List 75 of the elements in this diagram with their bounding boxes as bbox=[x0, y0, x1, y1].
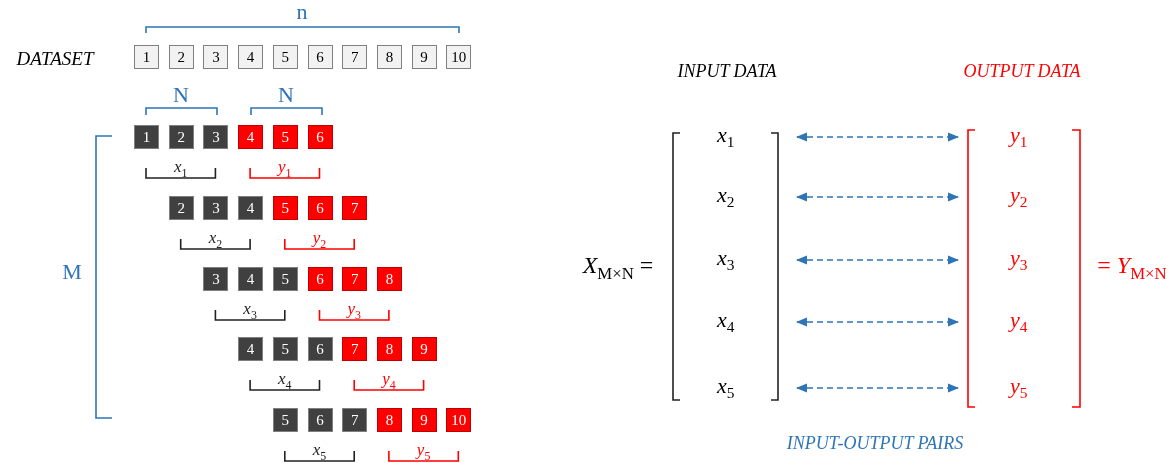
dataset-cell: 8 bbox=[376, 45, 402, 69]
matrix-equation: = Y$_{M×N}$ bbox=[1097, 252, 1167, 284]
input-cell: 2 bbox=[168, 196, 194, 220]
output-cell: 8 bbox=[376, 337, 402, 361]
dataset-cell: 9 bbox=[411, 45, 437, 69]
double-arrow bbox=[795, 255, 960, 265]
dataset-cell: 10 bbox=[446, 45, 472, 69]
output-cell: 6 bbox=[307, 125, 333, 149]
output-cell: 7 bbox=[342, 267, 368, 291]
input-cell: 1 bbox=[134, 125, 159, 149]
input-cell: 6 bbox=[307, 337, 333, 361]
output-cell: 7 bbox=[342, 337, 368, 361]
window-label: x$_{2}$ bbox=[208, 229, 223, 251]
vector-entry: y$_{3}$ bbox=[1010, 245, 1028, 275]
row-label: DATASET bbox=[16, 48, 94, 70]
window-label: y$_{2}$ bbox=[312, 229, 327, 251]
input-cell: 3 bbox=[203, 267, 229, 291]
vector-entry: x$_{4}$ bbox=[717, 307, 735, 337]
output-cell: 10 bbox=[446, 408, 472, 432]
dataset-cell: 5 bbox=[272, 45, 298, 69]
dataset-cell: 1 bbox=[134, 45, 159, 69]
window-label: x$_{1}$ bbox=[173, 158, 188, 180]
vector-entry: y$_{4}$ bbox=[1010, 307, 1028, 337]
column-heading: INPUT DATA bbox=[677, 62, 777, 82]
window-label: y$_{1}$ bbox=[278, 158, 292, 180]
output-cell: 9 bbox=[411, 408, 437, 432]
vector-entry: y$_{5}$ bbox=[1010, 373, 1028, 403]
vector-entry: y$_{2}$ bbox=[1010, 182, 1028, 212]
double-arrow bbox=[795, 192, 960, 202]
dataset-cell: 4 bbox=[238, 45, 264, 69]
bracket-label: n bbox=[296, 0, 308, 25]
output-cell: 6 bbox=[307, 196, 333, 220]
input-cell: 5 bbox=[272, 408, 298, 432]
output-cell: 8 bbox=[376, 267, 402, 291]
input-cell: 4 bbox=[238, 337, 264, 361]
output-cell: 8 bbox=[376, 408, 402, 432]
output-cell: 9 bbox=[411, 337, 437, 361]
input-cell: 6 bbox=[307, 408, 333, 432]
caption-text: INPUT-OUTPUT PAIRS bbox=[786, 434, 964, 454]
input-cell: 2 bbox=[168, 125, 194, 149]
column-heading: OUTPUT DATA bbox=[963, 62, 1081, 82]
window-label: y$_{5}$ bbox=[416, 441, 431, 463]
output-cell: 6 bbox=[307, 267, 333, 291]
input-cell: 5 bbox=[272, 337, 298, 361]
output-cell: 5 bbox=[272, 125, 298, 149]
window-label: x$_{3}$ bbox=[243, 300, 257, 322]
input-cell: 4 bbox=[238, 196, 264, 220]
window-label: y$_{4}$ bbox=[382, 370, 396, 392]
matrix-equation: X$_{M×N}$ = bbox=[582, 252, 654, 284]
double-arrow bbox=[795, 132, 960, 142]
input-cell: 4 bbox=[238, 267, 264, 291]
vector-entry: x$_{5}$ bbox=[717, 373, 735, 403]
bracket-label: M bbox=[62, 259, 82, 285]
window-label: x$_{4}$ bbox=[278, 370, 292, 392]
bracket-label: N bbox=[173, 82, 189, 108]
double-arrow bbox=[795, 383, 960, 393]
vector-entry: x$_{3}$ bbox=[717, 245, 735, 275]
output-cell: 5 bbox=[272, 196, 298, 220]
dataset-cell: 3 bbox=[203, 45, 229, 69]
vector-entry: y$_{1}$ bbox=[1010, 122, 1028, 152]
vector-entry: x$_{2}$ bbox=[717, 182, 735, 212]
double-arrow bbox=[795, 317, 960, 327]
input-cell: 3 bbox=[203, 125, 229, 149]
bracket-label: N bbox=[278, 82, 294, 108]
input-cell: 3 bbox=[203, 196, 229, 220]
vector-entry: x$_{1}$ bbox=[717, 122, 735, 152]
dataset-cell: 6 bbox=[307, 45, 333, 69]
dataset-cell: 7 bbox=[342, 45, 368, 69]
window-label: x$_{5}$ bbox=[312, 441, 327, 463]
window-label: y$_{3}$ bbox=[347, 300, 361, 322]
output-cell: 4 bbox=[238, 125, 264, 149]
input-cell: 5 bbox=[272, 267, 298, 291]
output-cell: 7 bbox=[342, 196, 368, 220]
dataset-cell: 2 bbox=[168, 45, 194, 69]
input-cell: 7 bbox=[342, 408, 368, 432]
